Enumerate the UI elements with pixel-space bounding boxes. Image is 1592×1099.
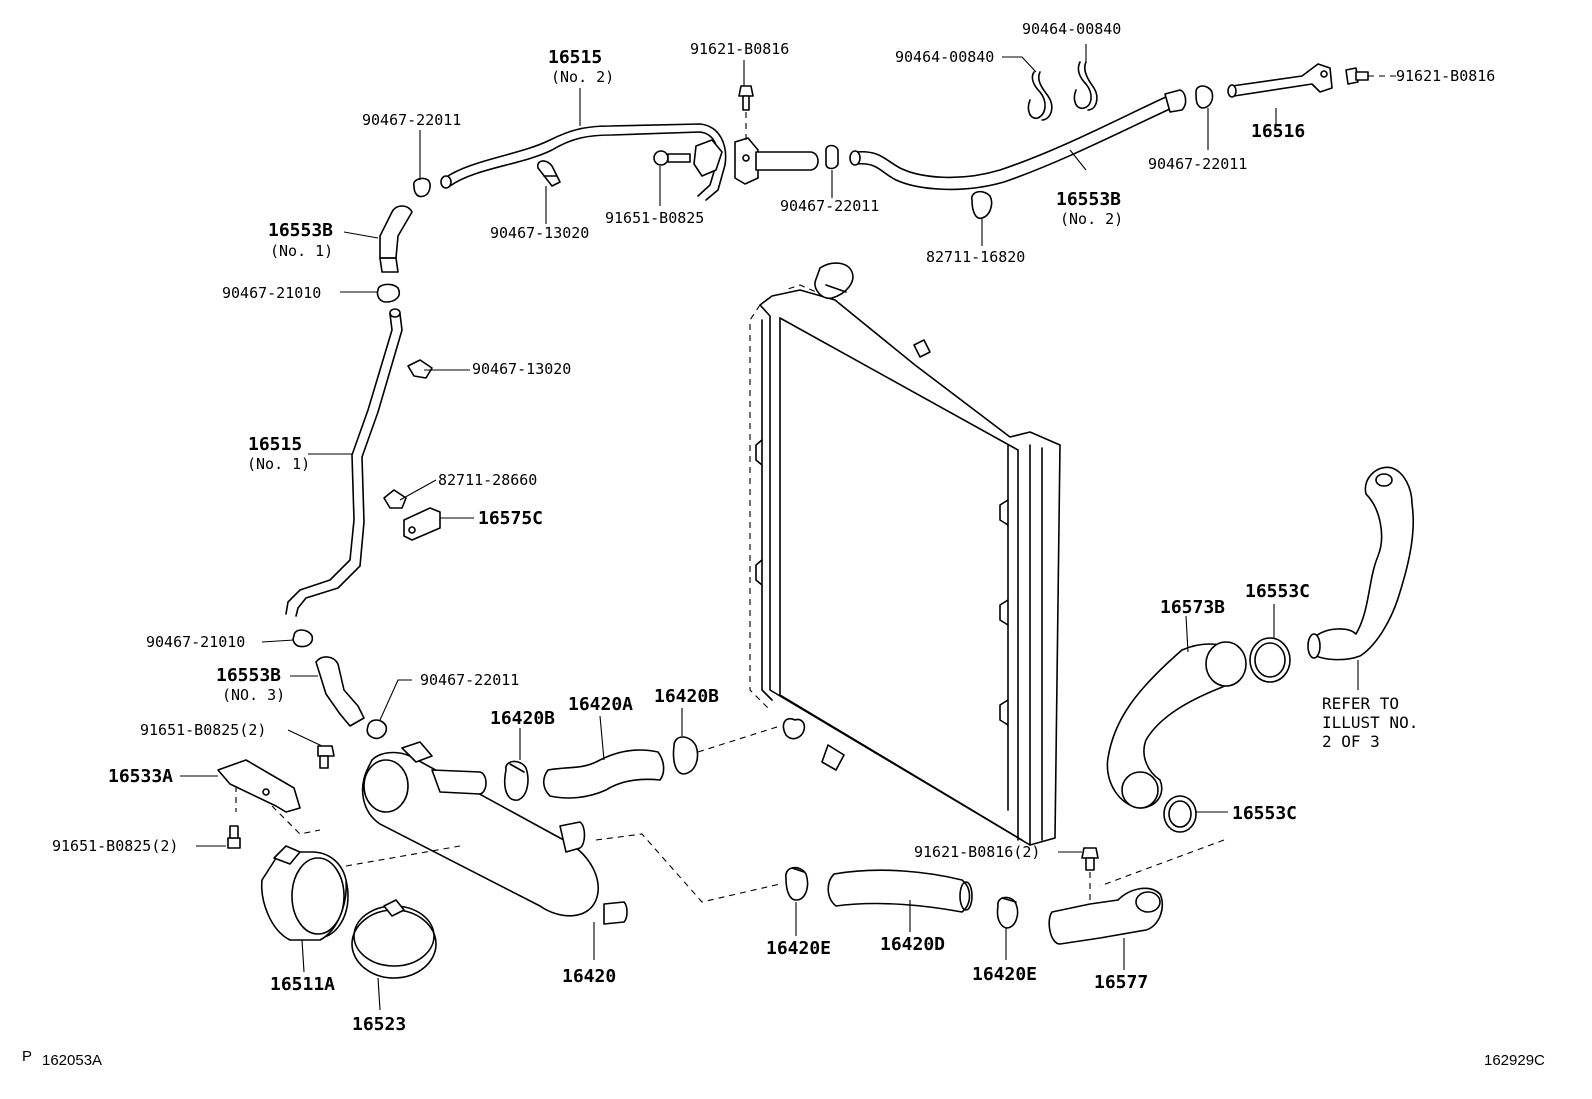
label-90464-a: 90464-00840 [895,48,994,66]
clamp-16420B-right [672,725,781,775]
clip-90467-13020-top [536,160,561,187]
label-91651-2-top: 91651-B0825(2) [140,721,266,739]
label-16420E-left: 16420E [766,938,831,959]
intercooler-16420 [345,741,628,925]
refer-line-2: ILLUST NO. [1322,713,1418,732]
bolt-91621-2 [1081,847,1099,900]
label-90467-22011-right: 90467-22011 [1148,155,1247,173]
clamp-16553C-bot [1163,795,1197,833]
bolt-91621-right [1345,67,1396,85]
label-16515-no1: 16515 [248,434,302,455]
clamp-16420E-left [785,866,809,901]
label-90467-22011-left: 90467-22011 [362,111,461,129]
label-16420B-right: 16420B [654,686,719,707]
bolt-91621-top [738,85,754,140]
corner-left-code: 162053A [42,1052,102,1069]
label-16515-no2: 16515 [548,47,602,68]
band-16511A [260,845,349,941]
label-90467-13020-mid: 90467-13020 [472,360,571,378]
bolt-91651-2-top [317,745,335,769]
clamp-16420B-left [503,760,529,801]
label-82711-28660: 82711-28660 [438,471,537,489]
label-16516: 16516 [1251,121,1305,142]
label-91621-top: 91621-B0816 [690,40,789,58]
part-labels: 16515 (No. 2) 91621-B0816 90464-00840 90… [52,20,1495,1035]
label-16573B: 16573B [1160,597,1225,618]
refer-line-1: REFER TO [1322,694,1399,713]
label-16515-no1-sub: (No. 1) [247,455,310,473]
clamp-90467-21010-bot [292,629,314,648]
clip-90467-13020-mid [407,359,433,379]
hose-16420D [827,869,973,913]
hose-16573B [1106,641,1247,809]
hose-16515-no1 [285,308,403,617]
label-16577: 16577 [1094,972,1148,993]
label-16553B-no3: 16553B [216,665,281,686]
label-90467-21010-bot: 90467-21010 [146,633,245,651]
clamp-90467-21010-top [376,283,401,303]
corner-left-p: P [22,1048,32,1065]
label-16575C: 16575C [478,508,543,529]
label-82711-16820: 82711-16820 [926,248,1025,266]
clamp-90467-22011-low [366,719,388,740]
radiator [749,262,1061,846]
hose-16553B-no3 [315,656,365,727]
bracket-upper [693,137,819,185]
label-91651-2-bot: 91651-B0825(2) [52,837,178,855]
label-16511A: 16511A [270,974,335,995]
hose-16420A [542,749,665,799]
clamp-90464-a [1027,71,1053,121]
clamp-90467-22011-mid [825,144,839,170]
label-16420B-left: 16420B [490,708,555,729]
label-16553B-no1: 16553B [268,220,333,241]
label-16533A: 16533A [108,766,173,787]
clamp-90467-22011-left [412,177,431,198]
label-16523: 16523 [352,1014,406,1035]
clamp-16553C-top [1249,637,1291,683]
clamp-90467-22011-right [1195,85,1214,109]
clamp-16420E-right [996,896,1019,929]
label-16420E-right: 16420E [972,964,1037,985]
label-16420A: 16420A [568,694,633,715]
label-16553C-bot: 16553C [1232,803,1297,824]
leader-lines [180,44,1359,1011]
label-16553C-top: 16553C [1245,581,1310,602]
bracket-16575C [403,507,441,541]
clamp-90464-b [1073,61,1098,111]
bolt-91651-2-bot [227,825,241,849]
label-16553B-no1-sub: (No. 1) [270,242,333,260]
clip-82711-28660 [383,489,407,509]
hose-16553B-no1 [379,205,413,273]
bolt-91651-top [653,150,691,166]
hose-16553B-no2 [849,89,1187,191]
label-91621-right: 91621-B0816 [1396,67,1495,85]
label-16515-no2-sub: (No. 2) [551,68,614,86]
bracket-16533A [217,759,321,835]
label-16553B-no3-sub: (NO. 3) [222,686,285,704]
refer-line-3: 2 OF 3 [1322,732,1380,751]
label-90467-22011-low: 90467-22011 [420,671,519,689]
label-16420: 16420 [562,966,616,987]
pipe-16516 [1227,63,1333,98]
label-90467-13020-top: 90467-13020 [490,224,589,242]
label-90467-21010-top: 90467-21010 [222,284,321,302]
clamp-82711-16820 [971,190,993,220]
pipe-illust-2 [1307,466,1415,661]
label-16553B-no2: 16553B [1056,189,1121,210]
dash-right [1099,839,1225,887]
label-16553B-no2-sub: (No. 2) [1060,210,1123,228]
label-91621-2: 91621-B0816(2) [914,843,1040,861]
corner-right-code: 162929C [1484,1052,1545,1069]
label-16420D: 16420D [880,934,945,955]
dash-cooler-to-16420E [595,833,781,903]
band-16523 [351,899,437,979]
label-91651-top: 91651-B0825 [605,209,704,227]
label-90464-b: 90464-00840 [1022,20,1121,38]
pipe-16577 [1048,887,1164,945]
label-90467-22011-mid: 90467-22011 [780,197,879,215]
